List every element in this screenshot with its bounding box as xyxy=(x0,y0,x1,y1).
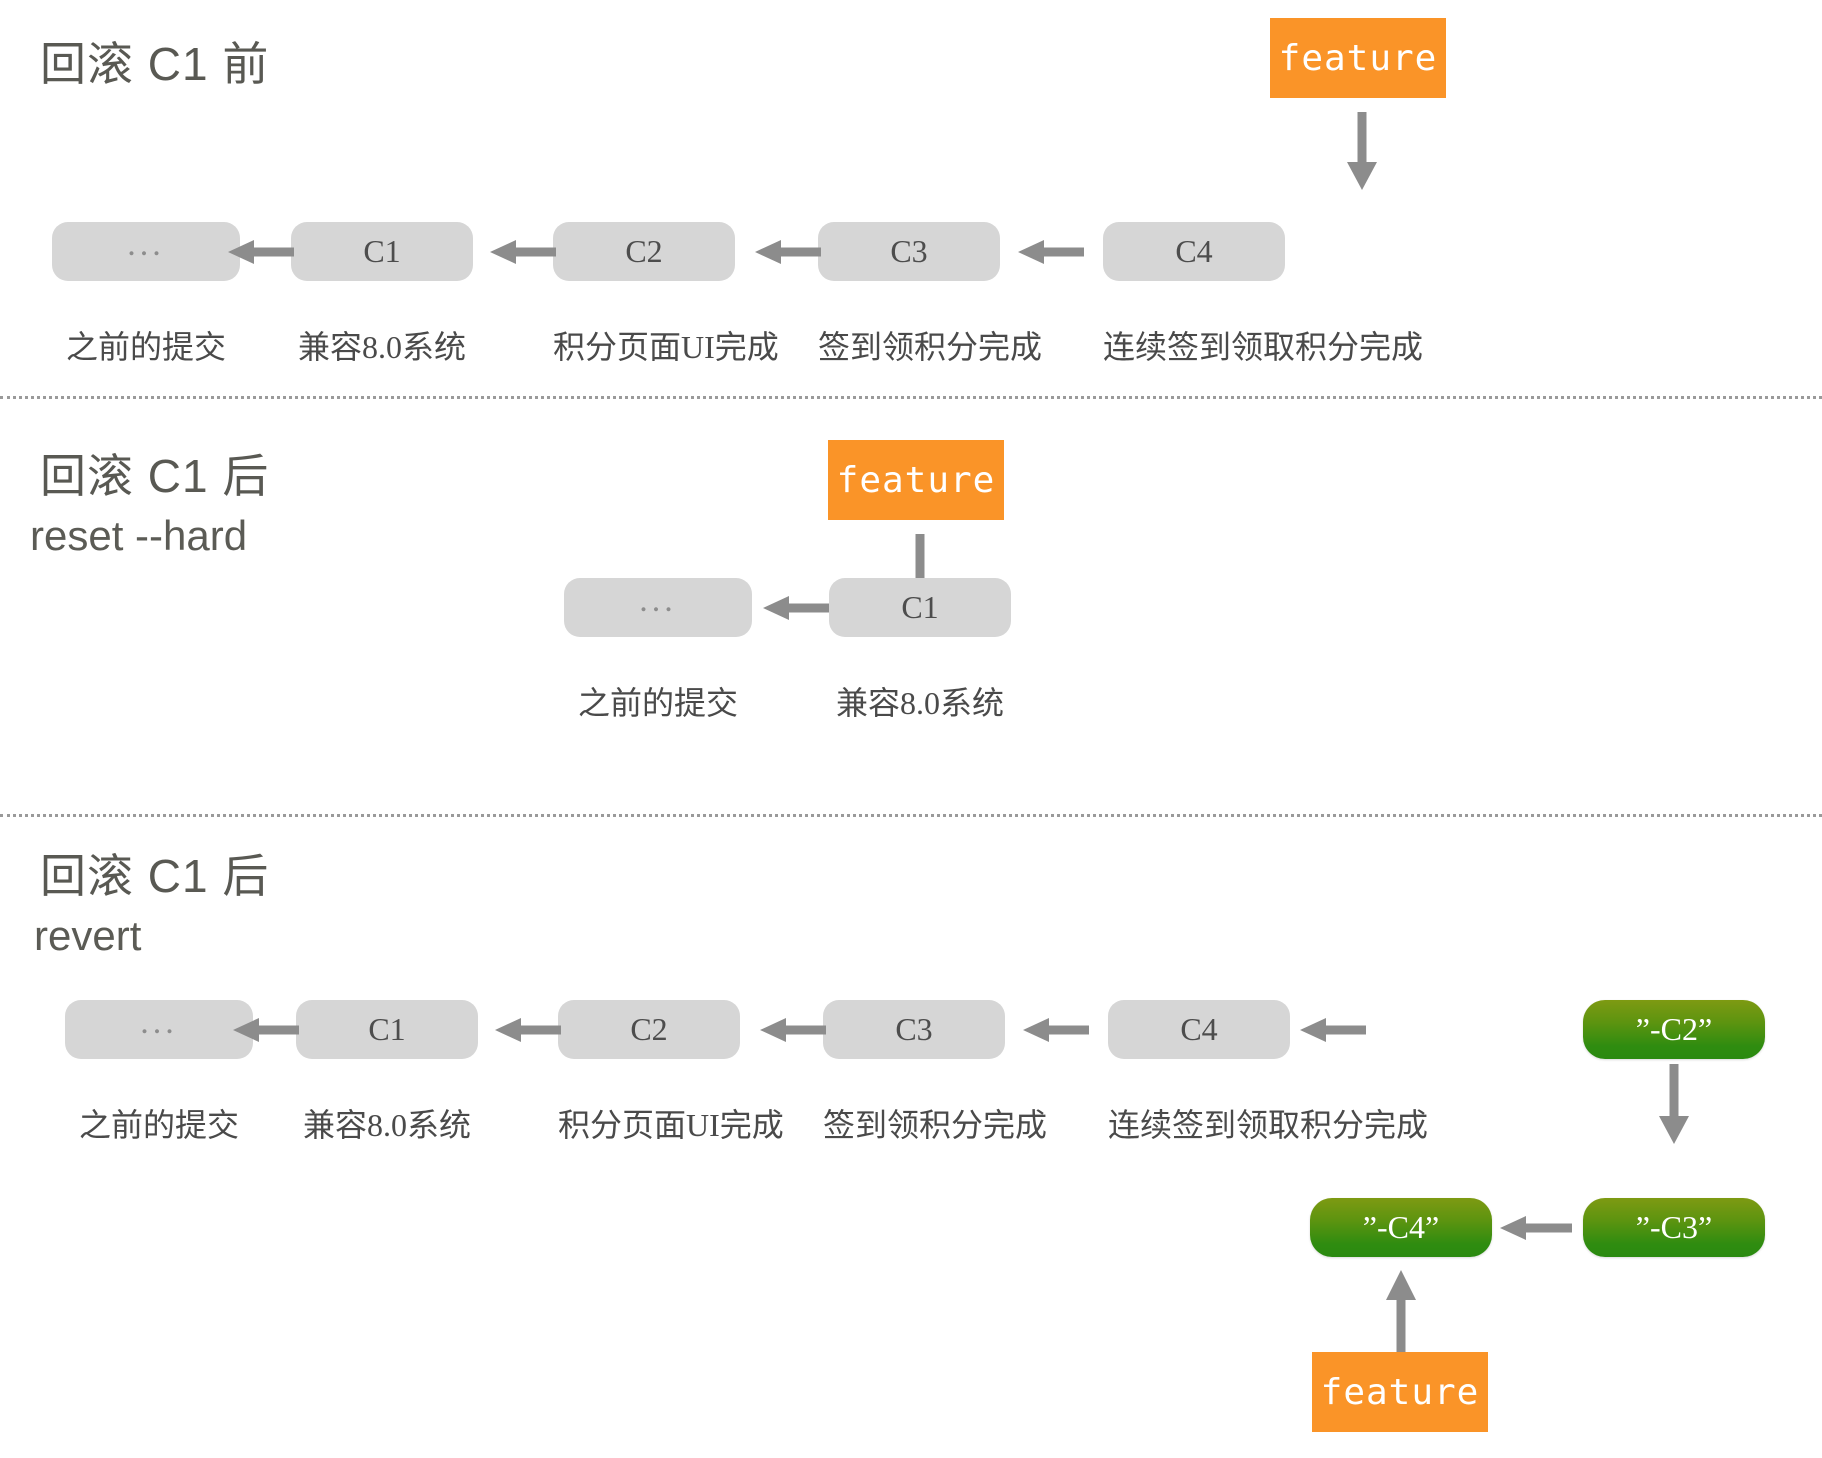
commit-node-c2-s3[interactable]: C2 xyxy=(558,1000,740,1059)
commit-node-c4-s3[interactable]: C4 xyxy=(1108,1000,1290,1059)
commit-node-c1-s2[interactable]: C1 xyxy=(829,578,1011,637)
commit-message-dots-s3: 之前的提交 xyxy=(78,1107,239,1143)
commit-message-c4-s1: 连续签到领取积分完成 xyxy=(1103,329,1424,365)
section-divider-2 xyxy=(0,814,1822,817)
branch-label-feature-s1[interactable]: feature xyxy=(1270,18,1446,98)
arrow-revertc2-down xyxy=(1657,1064,1691,1146)
arrow-c1-to-dots-s2 xyxy=(763,596,833,620)
arrow-feature-to-revertc4 xyxy=(1384,1268,1418,1352)
arrow-revertc2-to-c4-s3 xyxy=(1300,1018,1370,1042)
arrow-c3-to-c2-s1 xyxy=(755,240,825,264)
arrow-c1-to-dots-s3 xyxy=(233,1018,303,1042)
commit-message-c1-s2: 兼容8.0系统 xyxy=(835,685,1004,721)
commit-node-c1-s1[interactable]: C1 xyxy=(291,222,473,281)
commit-node-c3-s1[interactable]: C3 xyxy=(818,222,1000,281)
arrow-feature-to-c4-s1 xyxy=(1345,112,1379,192)
arrow-revertc3-to-revertc4 xyxy=(1500,1216,1576,1240)
commit-node-c4-s1[interactable]: C4 xyxy=(1103,222,1285,281)
commit-message-c3-s3: 签到领积分完成 xyxy=(823,1107,1048,1143)
commit-node-c2-s1[interactable]: C2 xyxy=(553,222,735,281)
section-title-after-revert: 回滚 C1 后 xyxy=(40,850,270,902)
commit-node-dots-s2[interactable]: ... xyxy=(564,578,752,637)
revert-node-c2[interactable]: ”-C2” xyxy=(1583,1000,1765,1059)
commit-node-dots-s3[interactable]: ... xyxy=(65,1000,253,1059)
commit-node-c1-s3[interactable]: C1 xyxy=(296,1000,478,1059)
arrow-c3-to-c2-s3 xyxy=(760,1018,830,1042)
revert-node-c4[interactable]: ”-C4” xyxy=(1310,1198,1492,1257)
commit-message-dots-s1: 之前的提交 xyxy=(65,329,226,365)
section-subtitle-revert: revert xyxy=(34,912,142,959)
commit-message-c2-s1: 积分页面UI完成 xyxy=(553,329,779,365)
commit-message-c4-s3: 连续签到领取积分完成 xyxy=(1108,1107,1429,1143)
section-subtitle-reset-hard: reset --hard xyxy=(30,512,248,559)
section-title-after-reset: 回滚 C1 后 xyxy=(40,450,270,502)
arrow-c4-to-c3-s1 xyxy=(1018,240,1088,264)
commit-node-c3-s3[interactable]: C3 xyxy=(823,1000,1005,1059)
arrow-c2-to-c1-s3 xyxy=(495,1018,565,1042)
branch-label-feature-s2[interactable]: feature xyxy=(828,440,1004,520)
commit-node-dots-s1[interactable]: ... xyxy=(52,222,240,281)
commit-message-c3-s1: 签到领积分完成 xyxy=(818,329,1043,365)
arrow-c2-to-c1-s1 xyxy=(490,240,560,264)
commit-message-dots-s2: 之前的提交 xyxy=(577,685,738,721)
section-divider-1 xyxy=(0,396,1822,399)
arrow-c4-to-c3-s3 xyxy=(1023,1018,1093,1042)
section-title-before-reset: 回滚 C1 前 xyxy=(40,38,270,90)
revert-node-c3[interactable]: ”-C3” xyxy=(1583,1198,1765,1257)
commit-message-c1-s1: 兼容8.0系统 xyxy=(297,329,466,365)
branch-label-feature-s3[interactable]: feature xyxy=(1312,1352,1488,1432)
arrow-c1-to-dots-s1 xyxy=(228,240,298,264)
commit-message-c2-s3: 积分页面UI完成 xyxy=(558,1107,784,1143)
commit-message-c1-s3: 兼容8.0系统 xyxy=(302,1107,471,1143)
